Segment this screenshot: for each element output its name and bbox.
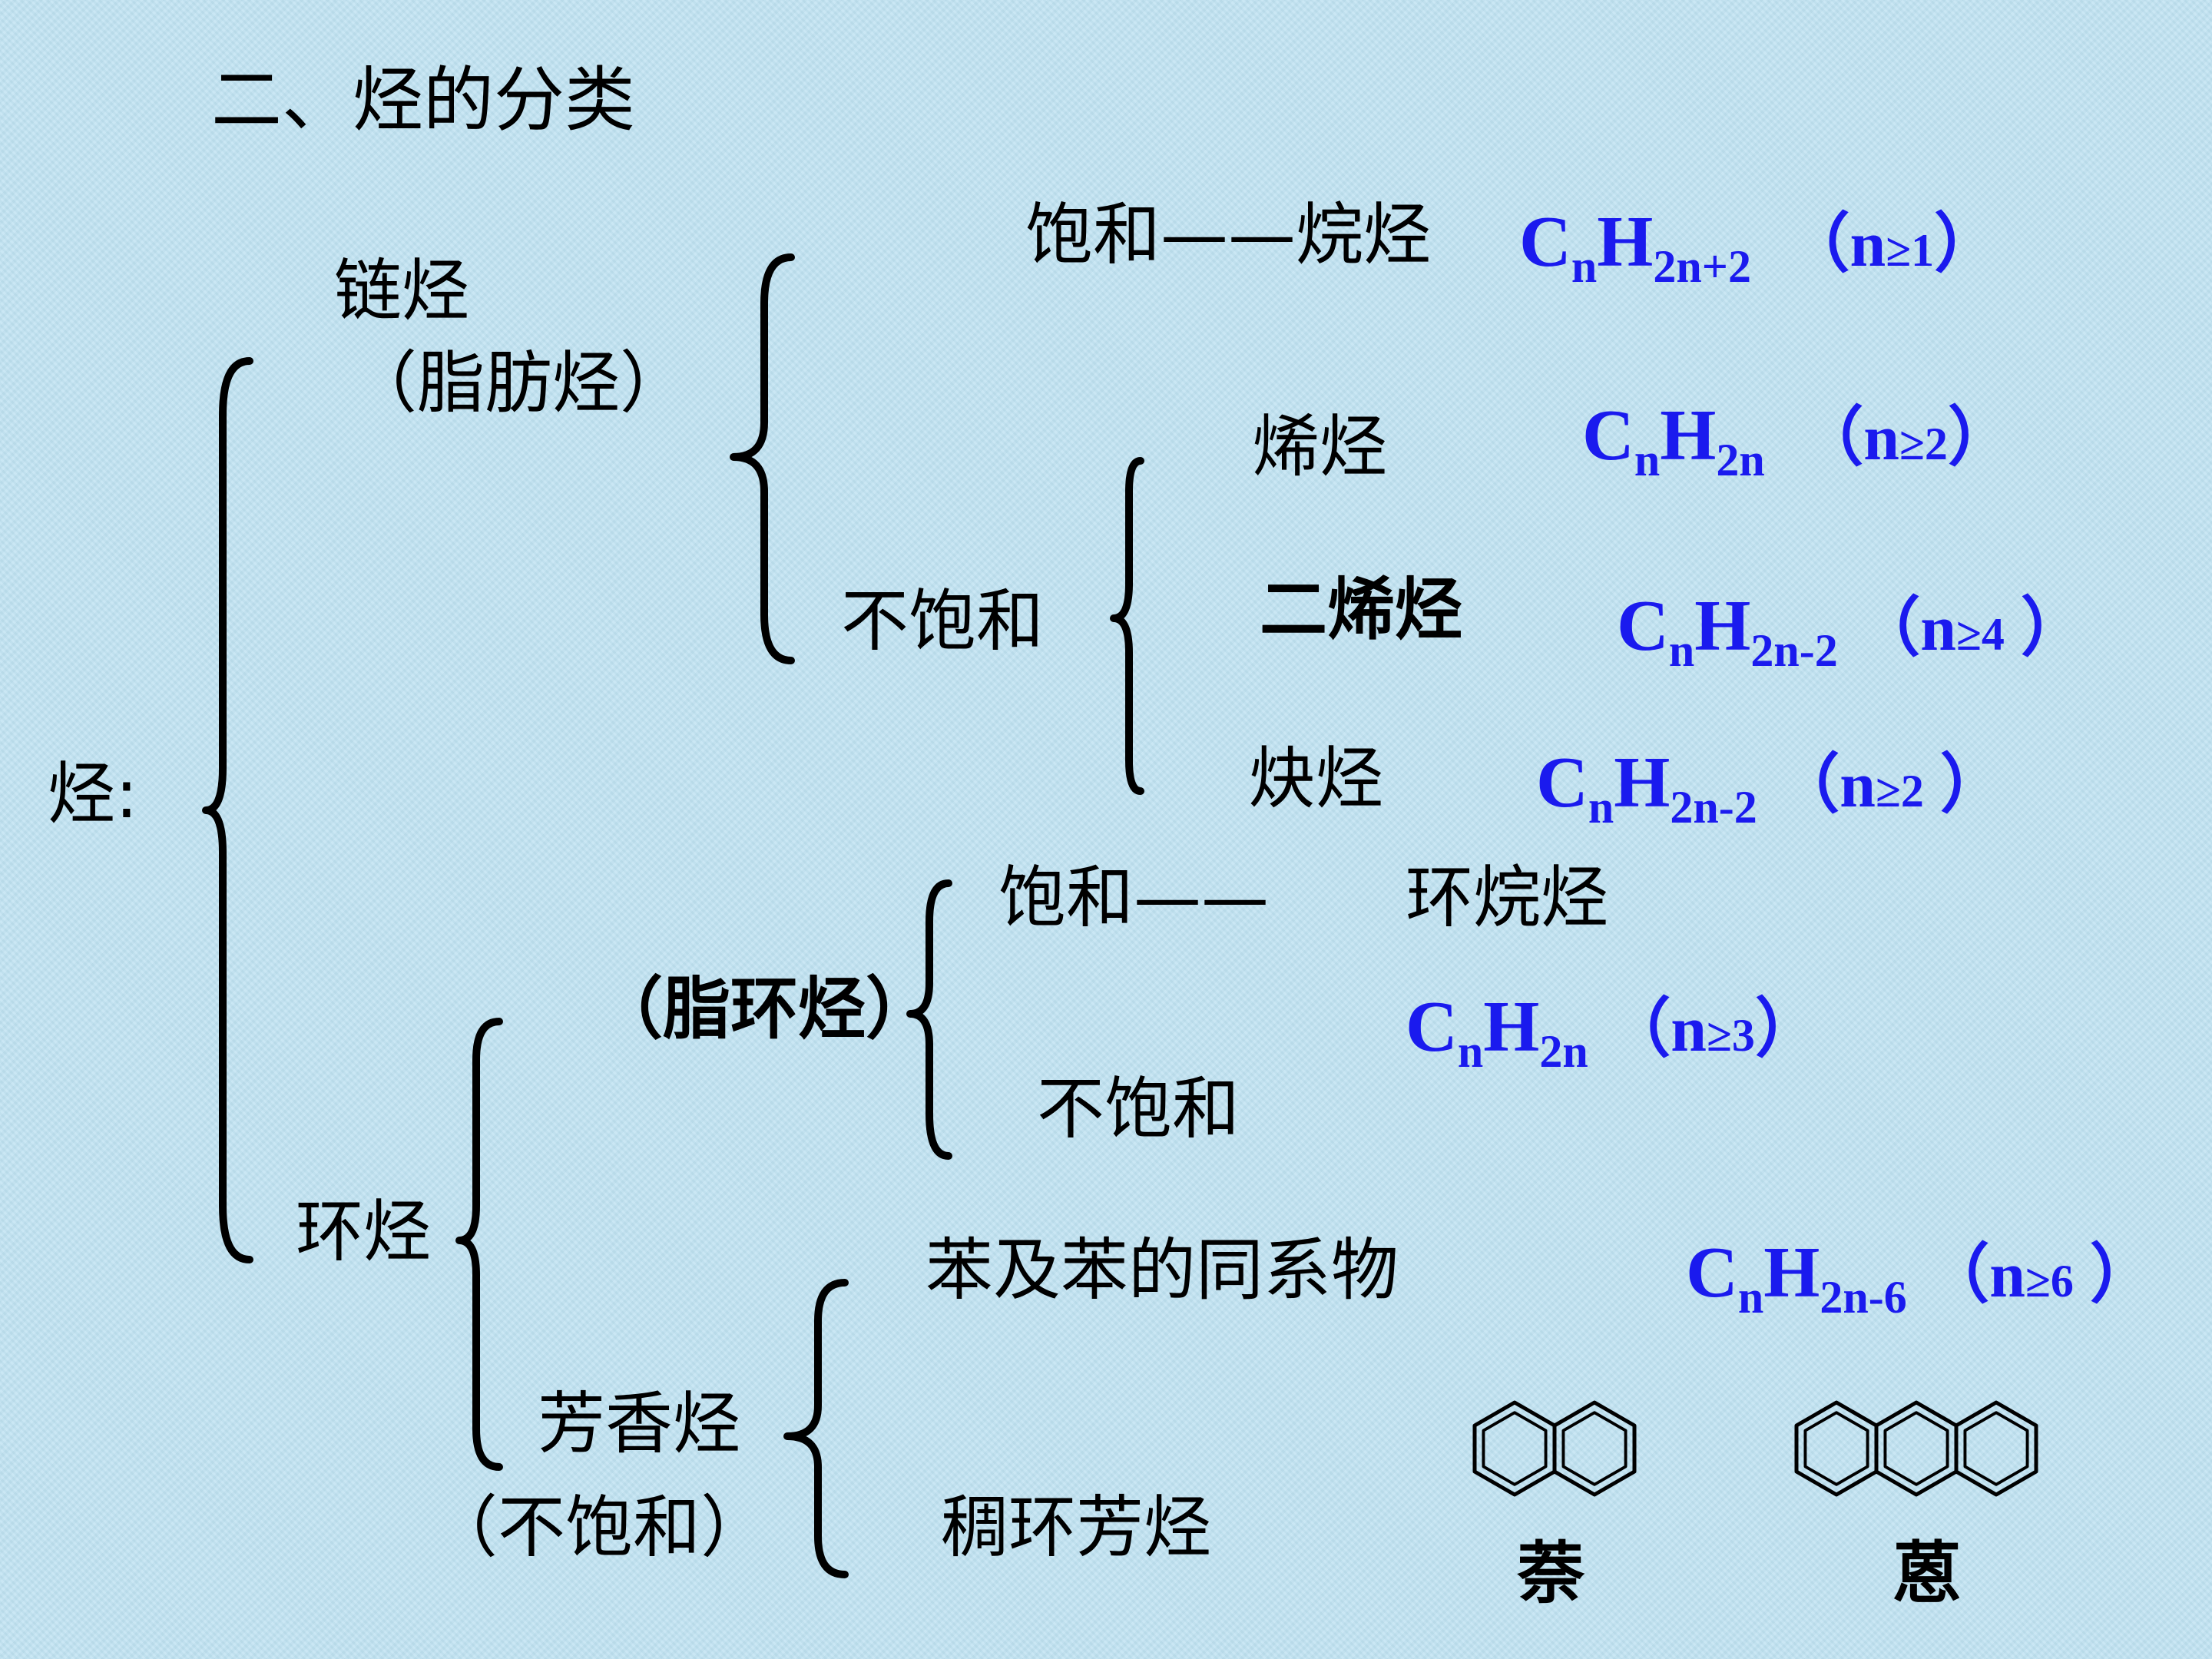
brace-chain — [730, 253, 795, 664]
anthracene-label: 蒽 — [1893, 1534, 1962, 1613]
alkyne-label: 炔烃 — [1248, 739, 1384, 818]
alicyclic-unsaturated-label: 不饱和 — [1037, 1069, 1240, 1148]
fused-label: 稠环芳烃 — [941, 1488, 1212, 1567]
root-label: 烃: — [48, 754, 138, 833]
alicyclic-saturated-label: 饱和—— — [998, 858, 1270, 937]
page-title: 二、烃的分类 — [211, 59, 636, 141]
benzene-label: 苯及苯的同系物 — [926, 1230, 1399, 1310]
anthracene-structure-icon — [1794, 1400, 2038, 1497]
aromatic-label: 芳香烃 — [538, 1384, 741, 1463]
chain-alias: （脂肪烃） — [349, 343, 688, 422]
cycloalkane-label: 环烷烃 — [1406, 858, 1609, 937]
alkyne-formula: CnH2n-2 （n≥2 ） — [1536, 743, 2005, 833]
alicyclic-label: （脂环烃） — [595, 969, 934, 1048]
chain-saturated-label: 饱和——烷烃 — [1025, 195, 1432, 274]
brace-cyclic — [455, 1018, 503, 1471]
chain-label: 链烃 — [334, 251, 470, 330]
diene-formula: CnH2n-2 （n≥4 ） — [1617, 586, 2085, 676]
aromatic-alias: （不饱和） — [430, 1488, 769, 1567]
naphthalene-structure-icon — [1472, 1400, 1637, 1497]
alkane-formula: CnH2n+2 （n≥1） — [1519, 202, 1999, 292]
brace-aromatic — [783, 1279, 849, 1578]
brace-alicyclic — [906, 879, 952, 1160]
naphthalene-label: 萘 — [1517, 1534, 1585, 1613]
chain-unsaturated-label: 不饱和 — [841, 581, 1045, 661]
alkene-label: 烯烃 — [1252, 407, 1388, 486]
diene-label: 二烯烃 — [1260, 570, 1463, 649]
alkene-formula: CnH2n （n≥2） — [1582, 396, 2012, 485]
brace-unsaturated — [1110, 457, 1144, 795]
cycloalkane-formula: CnH2n （n≥3） — [1406, 987, 1820, 1077]
brace-root — [202, 357, 253, 1263]
benzene-formula: CnH2n-6 （n≥6 ） — [1686, 1233, 2154, 1323]
cyclic-label: 环烃 — [296, 1192, 432, 1271]
